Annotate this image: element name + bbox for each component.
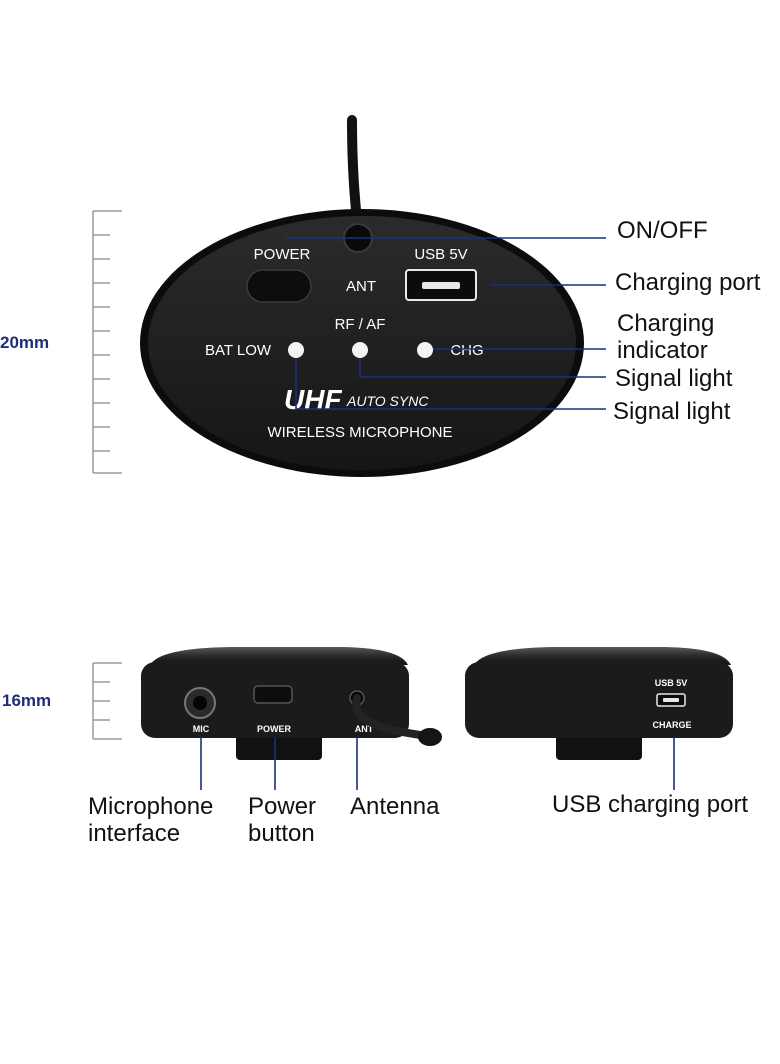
ant-label: ANT xyxy=(346,278,376,295)
callout-mic-line2: interface xyxy=(88,820,180,847)
charge-label: CHARGE xyxy=(652,720,691,730)
bat-low-led-icon xyxy=(288,342,304,358)
usb-port-icon xyxy=(405,269,477,301)
top-leader-lines xyxy=(285,237,606,410)
callout-antenna: Antenna xyxy=(350,793,440,820)
side-scale-ruler xyxy=(92,662,122,740)
callout-signal-light-bat: Signal light xyxy=(613,398,731,425)
callout-signal-light-rf: Signal light xyxy=(615,365,733,392)
usb-label: USB 5V xyxy=(414,246,467,263)
callout-charging-port: Charging port xyxy=(615,269,761,296)
uhf-logo: UHF xyxy=(284,384,342,415)
callout-power-line2: button xyxy=(248,820,315,847)
top-dimension-label: 20mm xyxy=(0,333,49,352)
receiver-side-right xyxy=(465,647,733,760)
top-view: 20mm POWER ANT USB 5V RF / AF BAT LOW CH… xyxy=(0,115,761,477)
model-label: WIRELESS MICROPHONE xyxy=(267,424,452,441)
side-usb-label: USB 5V xyxy=(655,678,688,688)
side-view: 16mm MIC POWER ANT USB 5V xyxy=(2,647,748,847)
mic-label: MIC xyxy=(193,724,210,734)
side-leader-lines xyxy=(200,737,675,790)
side-dimension-label: 16mm xyxy=(2,691,51,710)
side-power-label: POWER xyxy=(257,724,292,734)
callout-charging-indicator-line1: Charging xyxy=(617,310,714,337)
mic-jack-icon xyxy=(184,687,216,719)
chg-label: CHG xyxy=(450,342,483,359)
callout-on-off: ON/OFF xyxy=(617,217,708,244)
rf-af-label: RF / AF xyxy=(335,316,386,333)
antenna-icon xyxy=(349,690,442,746)
callout-charging-indicator-line2: indicator xyxy=(617,337,708,364)
callout-power-line1: Power xyxy=(248,793,316,820)
top-scale-ruler xyxy=(92,210,122,474)
side-usb-port-icon xyxy=(656,693,686,707)
chg-led-icon xyxy=(417,342,433,358)
callout-usb-charging-port: USB charging port xyxy=(552,791,748,818)
side-ant-label: ANT xyxy=(355,724,374,734)
bat-low-label: BAT LOW xyxy=(205,342,272,359)
power-button[interactable] xyxy=(246,269,312,303)
power-label: POWER xyxy=(254,246,311,263)
callout-mic-line1: Microphone xyxy=(88,793,213,820)
auto-sync-label: AUTO SYNC xyxy=(346,393,429,409)
side-power-button[interactable] xyxy=(253,685,293,704)
rf-af-led-icon xyxy=(352,342,368,358)
